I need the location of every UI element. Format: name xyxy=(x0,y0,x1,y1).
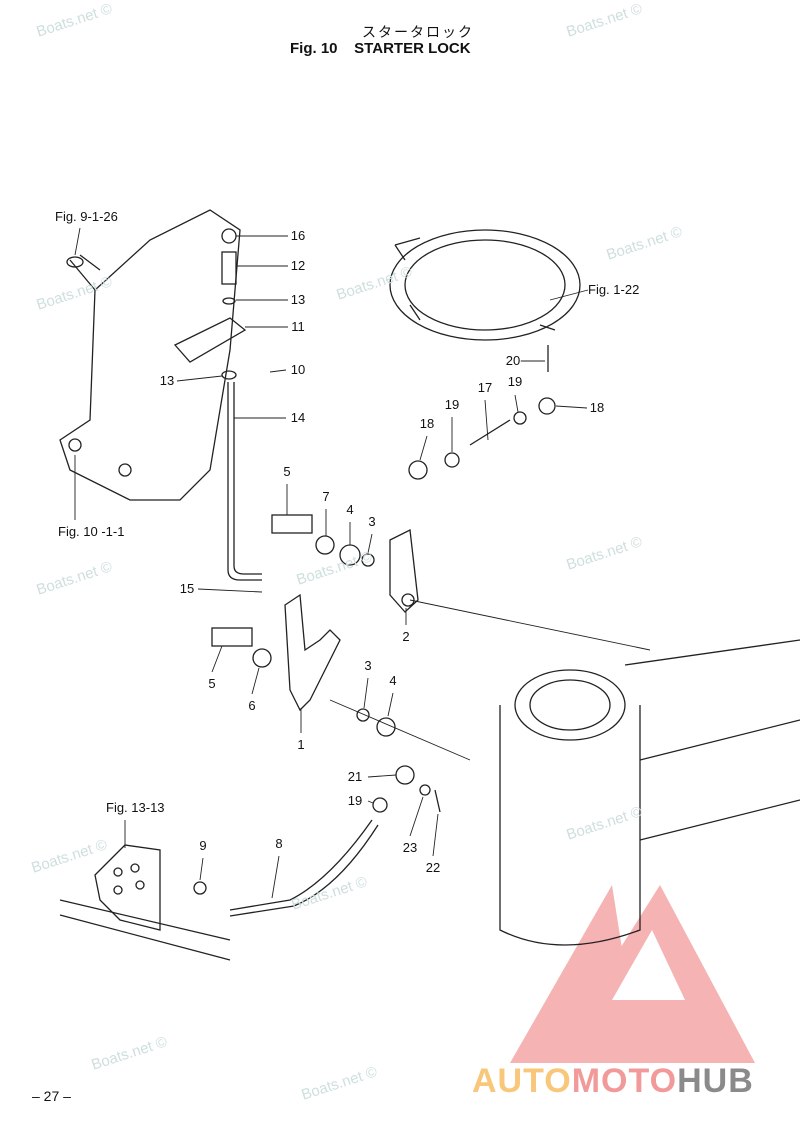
callout-12: 12 xyxy=(289,258,307,273)
figure-ref-1-22: Fig. 1-22 xyxy=(588,282,640,297)
callout-5: 5 xyxy=(282,464,292,479)
callout-14: 14 xyxy=(289,410,307,425)
callout-19: 19 xyxy=(506,374,524,389)
callout-19: 19 xyxy=(346,793,364,808)
callout-10: 10 xyxy=(289,362,307,377)
callout-13: 13 xyxy=(289,292,307,307)
callout-4: 4 xyxy=(388,673,398,688)
callout-22: 22 xyxy=(424,860,442,875)
callout-15: 15 xyxy=(178,581,196,596)
callout-3: 3 xyxy=(363,658,373,673)
callout-23: 23 xyxy=(401,840,419,855)
figure-ref-10-1-1: Fig. 10 -1-1 xyxy=(58,524,125,539)
logo-auto: AUTO xyxy=(472,1062,572,1100)
callout-8: 8 xyxy=(274,836,284,851)
page-number: – 27 – xyxy=(32,1088,71,1104)
callout-18: 18 xyxy=(588,400,606,415)
callout-2: 2 xyxy=(401,629,411,644)
logo-moto: MOTO xyxy=(571,1062,678,1100)
figure-ref-9-1-26: Fig. 9-1-26 xyxy=(55,209,118,224)
callout-21: 21 xyxy=(346,769,364,784)
callout-19: 19 xyxy=(443,397,461,412)
callout-18: 18 xyxy=(418,416,436,431)
figure-ref-13-13: Fig. 13-13 xyxy=(106,800,165,815)
callout-13: 13 xyxy=(158,373,176,388)
callout-5: 5 xyxy=(207,676,217,691)
figure-title: Fig. 10 STARTER LOCK xyxy=(290,40,471,57)
callout-4: 4 xyxy=(345,502,355,517)
automotohub-logo: AUTOMOTOHUB xyxy=(472,1062,754,1101)
callout-1: 1 xyxy=(296,737,306,752)
callout-16: 16 xyxy=(289,228,307,243)
callout-11: 11 xyxy=(290,319,306,334)
automotohub-logo-mark xyxy=(510,885,755,1063)
callout-9: 9 xyxy=(198,838,208,853)
title-japanese: スタータロック xyxy=(362,24,474,40)
callout-20: 20 xyxy=(504,353,522,368)
callout-7: 7 xyxy=(321,489,331,504)
callout-6: 6 xyxy=(247,698,257,713)
callout-17: 17 xyxy=(476,380,494,395)
callout-3: 3 xyxy=(367,514,377,529)
logo-hub: HUB xyxy=(677,1062,754,1100)
